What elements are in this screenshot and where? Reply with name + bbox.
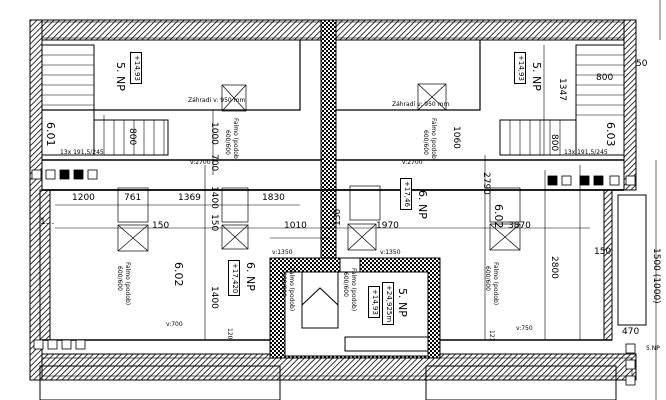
dim-label: 150 (152, 221, 170, 231)
dim-label: 50 (636, 59, 648, 69)
dim-label: 800 (127, 128, 137, 146)
ceiling-label-right: Záhradí v: 950 mm (392, 101, 450, 108)
vent-label: 600/600 (224, 130, 231, 155)
dim-label: 130 (333, 208, 343, 226)
stairs-label-right: 13x 191,5/245 (564, 149, 608, 156)
height-marker: v:1350 (272, 249, 293, 256)
dim-label: 150 (594, 247, 612, 257)
dim-label: 1400 (209, 286, 219, 309)
room-number: 6.02 (172, 262, 185, 287)
dim-label: 1400 (209, 186, 219, 209)
dim-label: 1... (40, 217, 55, 227)
room-number: 6.02 (492, 204, 505, 229)
room-number: 6.01 (44, 122, 57, 147)
vent-label: Falmo (podob) (430, 118, 437, 162)
dim-label: 2800 (549, 256, 559, 279)
vent-label: 600/600 (280, 272, 287, 297)
vent-label: 600/600 (116, 266, 123, 291)
dim-label: 1369 (178, 193, 201, 203)
staircase-left (41, 44, 169, 156)
height-marker: v:700 (166, 321, 183, 328)
lower-floor-label: 6. NP (244, 262, 257, 291)
dim-label: 800 (549, 134, 559, 152)
dim-label: 800 (596, 73, 614, 83)
lower-right-box-1: +24,925m (382, 282, 394, 326)
right-edge-floor: 5.NP (646, 345, 660, 352)
dim-label: 121 (488, 330, 495, 342)
dim-label: 700 (209, 154, 219, 172)
dim-label: 120 (226, 328, 233, 340)
vent-label: 600/600 (422, 130, 429, 155)
elevator-shaft (269, 257, 441, 359)
vent-label: Falmo (podob) (288, 268, 295, 312)
lower-right-floor-label: 5. NP (396, 288, 409, 317)
height-marker: v:2700 (402, 159, 423, 166)
vent-label: Falmo (podob) (492, 262, 499, 306)
center-floor-label: 6. NP (416, 190, 429, 219)
dim-label: 1830 (262, 193, 285, 203)
vent-label: Falmo (podob) (232, 118, 239, 162)
lower-level-box: +17,420 (228, 260, 240, 297)
vent-label: Falmo (podob) (350, 268, 357, 312)
vent-label: 600/600 (484, 266, 491, 291)
room-number: 6.03 (604, 122, 617, 147)
dim-label: 3870 (508, 221, 531, 231)
dim-label: 1060 (451, 126, 461, 149)
lower-right-box-2: +14,93 (368, 286, 380, 318)
vent-label: Falmo (podob) (124, 262, 131, 306)
stairs-label-left: 13x 191,5/245 (60, 149, 104, 156)
dim-label: 1500 (1000) (651, 248, 661, 304)
dim-label: 2790 (481, 172, 491, 195)
staircase-right (499, 44, 625, 156)
left-level-box: +14,93 (130, 52, 142, 84)
left-floor-label: 5. NP (114, 62, 127, 91)
ceiling-label-left: Záhradí v: 950 mm (188, 97, 246, 104)
outer-wall-right (623, 19, 637, 191)
height-marker: v:1350 (380, 249, 401, 256)
dim-label: 470 (622, 327, 640, 337)
dim-label: 150 (209, 214, 219, 232)
height-marker: v:2700 (190, 159, 211, 166)
right-level-box: +14,93 (514, 52, 526, 84)
dim-label: 1347 (557, 78, 567, 101)
dim-label: 1970 (376, 221, 399, 231)
vent-label: 600/600 (342, 272, 349, 297)
center-level-box: +17,46 (400, 178, 412, 210)
height-marker: v:750 (516, 325, 533, 332)
dim-label: 1010 (284, 221, 307, 231)
dim-label: 761 (124, 193, 142, 203)
right-floor-label: 5. NP (530, 62, 543, 91)
dim-label: 1000 (209, 122, 219, 145)
dim-label: 1200 (72, 193, 95, 203)
